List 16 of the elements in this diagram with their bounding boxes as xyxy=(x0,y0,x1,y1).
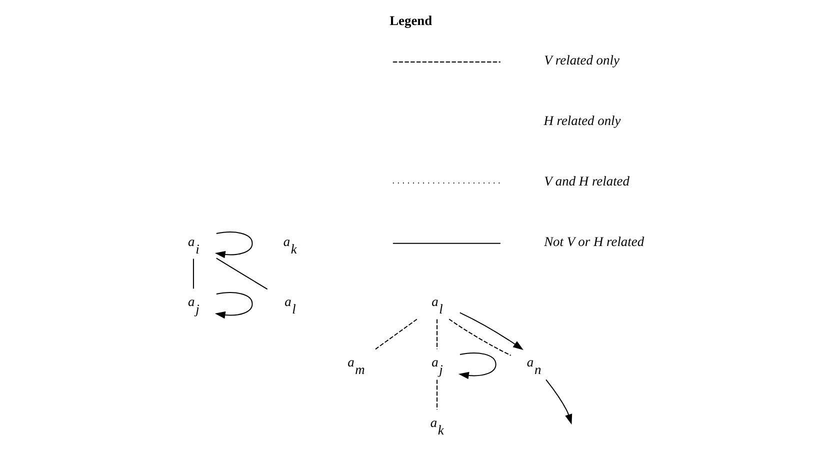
legend-label: Not V or H related xyxy=(544,234,644,249)
connector xyxy=(216,258,268,290)
legend-label: H related only xyxy=(543,112,620,128)
legend-label: V and H related xyxy=(544,173,629,188)
connector xyxy=(436,380,438,410)
connector xyxy=(374,318,417,350)
arrow xyxy=(545,379,572,425)
arrow xyxy=(214,292,252,319)
arrow xyxy=(458,352,496,380)
legend-label: V related only xyxy=(544,52,619,68)
arrow xyxy=(459,312,523,350)
connector xyxy=(192,258,194,289)
connector xyxy=(448,318,511,356)
connector xyxy=(436,319,438,350)
diagram-title: Legend xyxy=(389,12,432,28)
arrow xyxy=(214,232,252,258)
